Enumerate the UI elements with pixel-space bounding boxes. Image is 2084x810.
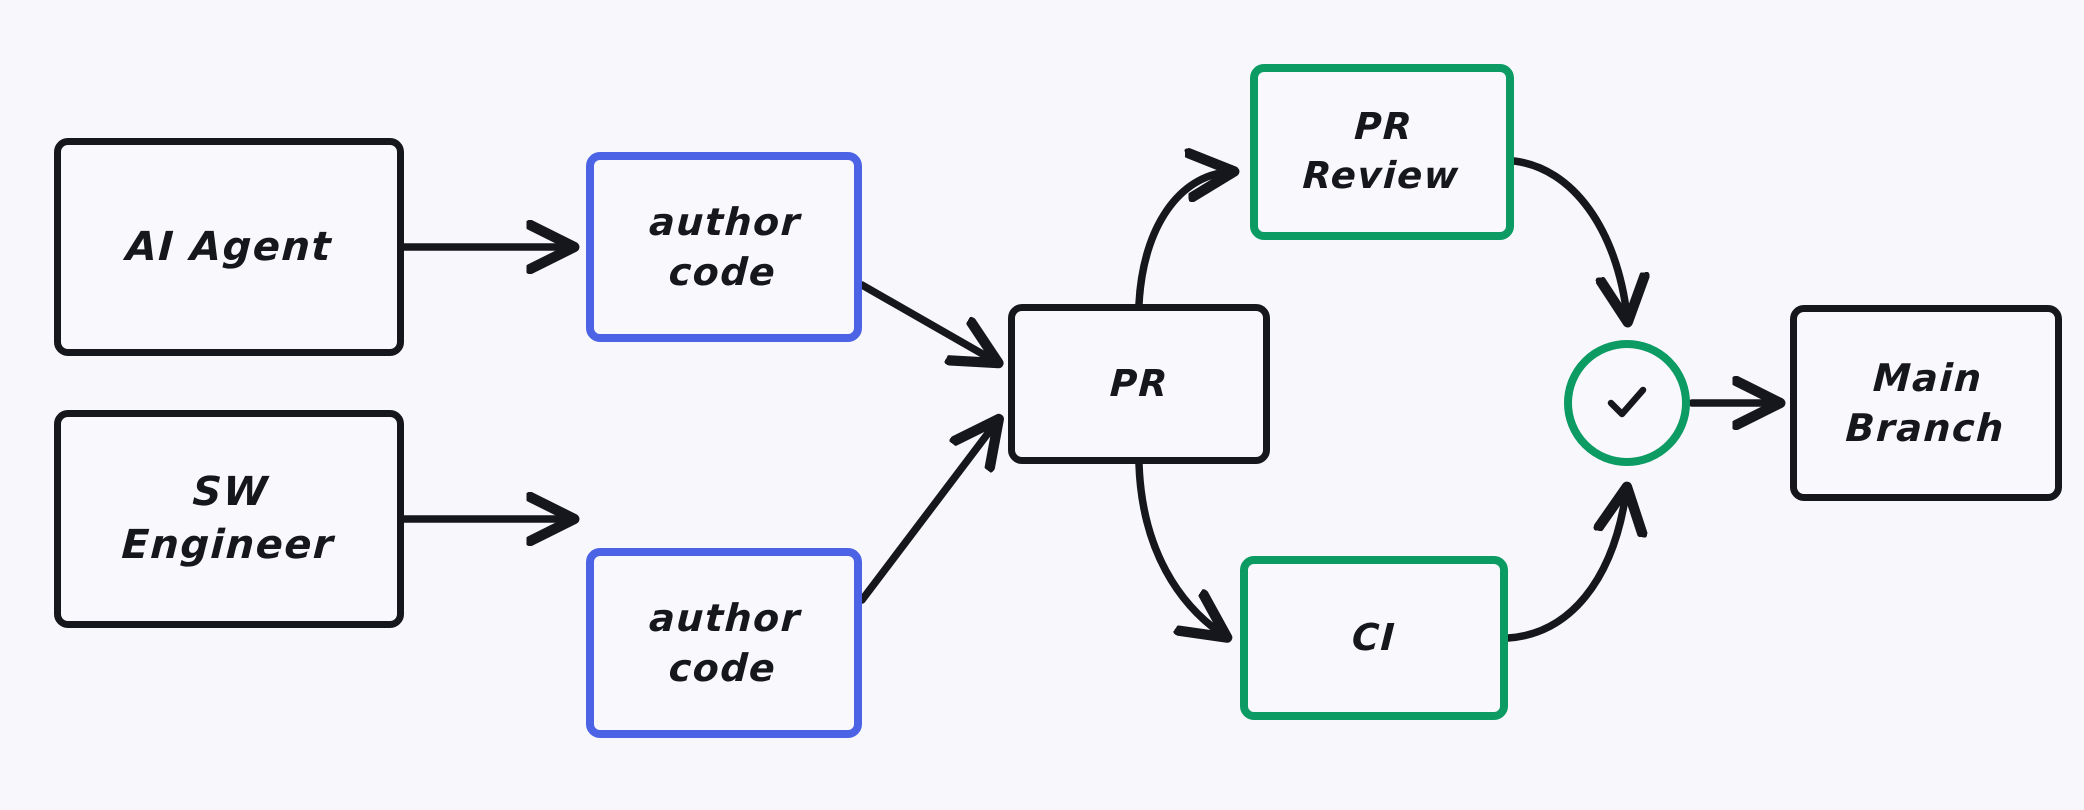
node-check-circle[interactable] <box>1564 340 1690 466</box>
node-pr-label: PR <box>1108 361 1170 405</box>
edge-author-code-to-pr-top <box>858 281 993 360</box>
node-main-branch-label: Main Branch <box>1844 355 2006 450</box>
node-author-code-human[interactable]: author code <box>586 548 862 738</box>
edge-author-code-to-pr-bottom <box>858 424 995 604</box>
node-ai-agent-label: AI Agent <box>124 223 334 270</box>
edge-ci-to-check <box>1504 493 1626 642</box>
node-pr[interactable]: PR <box>1008 304 1270 464</box>
edge-pr-to-pr-review <box>1135 172 1228 308</box>
node-author-code-human-label: author code <box>648 595 803 690</box>
node-ci-label: CI <box>1350 615 1398 659</box>
node-sw-engineer[interactable]: SW Engineer <box>54 410 404 628</box>
node-sw-engineer-label: SW Engineer <box>120 469 336 568</box>
node-ci[interactable]: CI <box>1240 556 1508 720</box>
node-main-branch[interactable]: Main Branch <box>1790 305 2062 501</box>
node-author-code-ai-label: author code <box>648 199 803 294</box>
node-author-code-ai[interactable]: author code <box>586 152 862 342</box>
edge-pr-review-to-check <box>1510 157 1627 316</box>
check-icon <box>1597 373 1657 433</box>
edge-pr-to-ci <box>1135 460 1222 634</box>
node-ai-agent[interactable]: AI Agent <box>54 138 404 356</box>
node-pr-review-label: PR Review <box>1301 105 1461 197</box>
node-pr-review[interactable]: PR Review <box>1250 64 1514 240</box>
